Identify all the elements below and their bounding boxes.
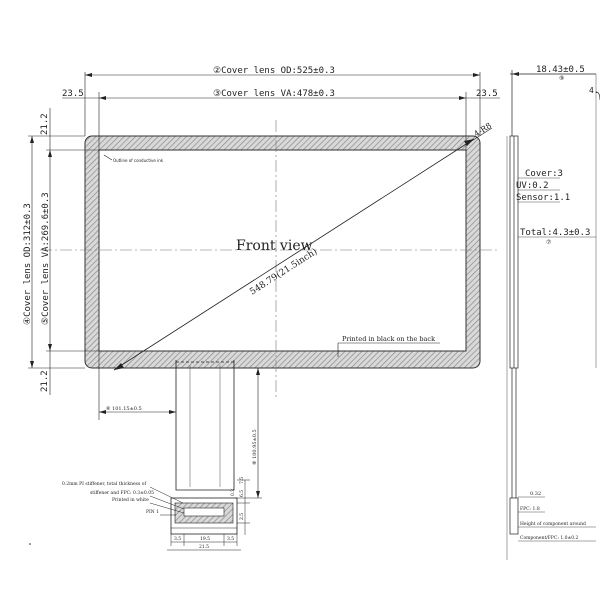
corner-radius-label: 4-R8 bbox=[472, 121, 493, 139]
side-view bbox=[506, 70, 600, 560]
fpc-dimensions bbox=[98, 351, 262, 499]
side-width-circle: ⑨ bbox=[559, 75, 564, 82]
side-component-height-label: Height of component around bbox=[520, 521, 586, 527]
top-dimensions bbox=[62, 72, 500, 150]
bottom-dim-3: 3.5 bbox=[227, 536, 234, 542]
right-dim-2: 6.5 bbox=[239, 490, 245, 497]
side-component-label: Component/FPC: 1.0±0.2 bbox=[520, 535, 579, 541]
right-dim-4: 2.5 bbox=[239, 513, 245, 520]
margin-bottom-label: 21.2 bbox=[40, 370, 50, 392]
tiny-corner-note-text: Outline of conductive ink bbox=[113, 158, 164, 163]
side-width-label: 18.43±0.5 bbox=[536, 65, 585, 75]
cover-od-label: ②Cover lens OD:525±0.3 bbox=[213, 66, 335, 76]
printed-note-text: Printed in black on the back bbox=[342, 335, 435, 343]
stiffener-note-1: 0.2mm PI stiffener, total thickness of bbox=[62, 481, 146, 487]
fpc-width-dim: ⑥ 101.15±0.5 bbox=[106, 406, 142, 412]
total-thickness-circle: ⑦ bbox=[546, 239, 551, 246]
fpc-length-dim: ⑧ 100.95±0.5 bbox=[252, 429, 258, 465]
right-dim-1: 0.3 bbox=[230, 489, 236, 496]
cover-od-vertical-label: ④Cover lens OD:312±0.3 bbox=[23, 203, 33, 325]
dot-mark bbox=[29, 543, 31, 545]
side-fpc-label: FPC: 1.8 bbox=[520, 506, 540, 512]
total-thickness-label: Total:4.3±0.3 bbox=[520, 228, 590, 238]
margin-top-label: 21.2 bbox=[40, 113, 50, 135]
cover-va-vertical-label: ⑤Cover lens VA:269.6±0.3 bbox=[41, 192, 51, 325]
margin-right-label: 23.5 bbox=[476, 89, 498, 99]
left-dimension-arrows bbox=[30, 136, 52, 368]
pin-label: PIN 1 bbox=[146, 509, 159, 515]
left-dimensions bbox=[28, 108, 99, 395]
right-dim-3: 7.5 bbox=[239, 477, 245, 484]
uv-layer-label: UV:0.2 bbox=[516, 181, 549, 191]
margin-left-label: 23.5 bbox=[62, 89, 84, 99]
top-dimension-arrows bbox=[85, 73, 480, 100]
connector-right-dims bbox=[237, 479, 250, 535]
side-small-dim: 0.32 bbox=[530, 491, 541, 497]
connector-bottom-dims bbox=[167, 534, 241, 551]
centre-lines bbox=[40, 120, 500, 400]
fpc-dimension-arrows bbox=[99, 368, 260, 498]
sensor-layer-label: Sensor:1.1 bbox=[516, 193, 570, 203]
bottom-dim-1: 3.5 bbox=[174, 536, 181, 542]
side-edge-label: 4. bbox=[589, 86, 599, 95]
printed-note: Printed in black on the back bbox=[337, 335, 440, 357]
front-view-title: Front view bbox=[236, 238, 313, 254]
cover-va-label: ③Cover lens VA:478±0.3 bbox=[213, 89, 335, 99]
cover-layer-label: Cover:3 bbox=[525, 169, 563, 179]
stiffener-note-2: stiffener and FPC: 0.3±0.05 bbox=[90, 490, 154, 496]
stiffener-notes: 0.2mm PI stiffener, total thickness of s… bbox=[62, 481, 185, 514]
fpc-tail bbox=[175, 360, 235, 491]
bottom-dim-2: 19.5 bbox=[200, 536, 210, 542]
side-view-arrows bbox=[512, 72, 519, 76]
bottom-dim-4: 21.5 bbox=[199, 544, 209, 550]
tiny-corner-note: Outline of conductive ink bbox=[103, 154, 164, 163]
fpc-connector-end bbox=[170, 497, 238, 535]
stiffener-note-3: Printed in white bbox=[112, 497, 149, 503]
pin-label-group: PIN 1 bbox=[146, 509, 176, 516]
